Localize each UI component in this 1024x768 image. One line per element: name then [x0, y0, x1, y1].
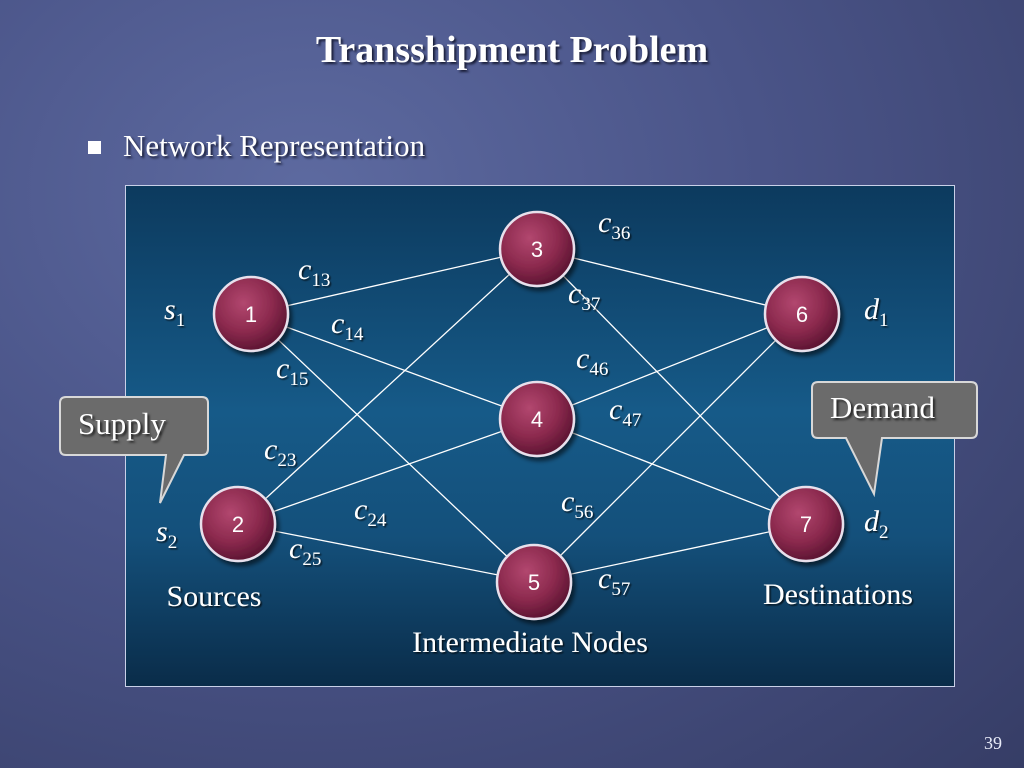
node-circle — [763, 275, 841, 353]
edge-label-c47: c47 — [609, 393, 641, 431]
edge-4-7 — [536, 418, 807, 525]
node-number: 7 — [800, 512, 812, 537]
group-label-sources: Sources — [167, 580, 262, 613]
edge-label-c36: c36 — [598, 206, 630, 244]
node-4: 4 — [498, 380, 576, 458]
edge-4-6 — [536, 313, 803, 420]
node-5: 5 — [495, 543, 573, 621]
edge-5-6 — [533, 313, 803, 583]
edge-2-4 — [237, 418, 538, 525]
node-label-d2: d2 — [864, 505, 889, 543]
edge-label-c37: c37 — [568, 277, 600, 315]
edge-2-3 — [237, 248, 538, 525]
callout-shape — [811, 381, 978, 498]
edge-label-c13: c13 — [298, 253, 330, 291]
edge-label-c46: c46 — [576, 342, 608, 380]
node-number: 3 — [531, 237, 543, 262]
edge-3-7 — [536, 248, 807, 525]
group-label-destinations: Destinations — [763, 578, 913, 611]
edge-label-c25: c25 — [289, 532, 321, 570]
node-label-s2: s2 — [156, 515, 177, 553]
node-number: 5 — [528, 570, 540, 595]
node-number: 1 — [245, 302, 257, 327]
node-circle — [498, 210, 576, 288]
page-number: 39 — [984, 733, 1002, 753]
node-number: 6 — [796, 302, 808, 327]
edge-label-c56: c56 — [561, 485, 593, 523]
node-circle — [212, 275, 290, 353]
node-circle — [199, 485, 277, 563]
node-label-s1: s1 — [164, 293, 185, 331]
edge-label-c14: c14 — [331, 307, 364, 345]
edge-1-4 — [250, 313, 538, 420]
edge-1-3 — [250, 248, 538, 315]
supply-callout: Supply — [59, 396, 209, 507]
node-3: 3 — [498, 210, 576, 288]
node-number: 2 — [232, 512, 244, 537]
node-7: 7 — [767, 485, 845, 563]
demand-callout-text: Demand — [830, 390, 936, 425]
bullet-text: Network Representation — [123, 128, 426, 163]
bullet-item: Network Representation — [88, 128, 425, 164]
demand-callout: Demand — [811, 381, 978, 498]
edge-label-c23: c23 — [264, 433, 296, 471]
edge-label-c57: c57 — [598, 562, 630, 600]
node-circle — [498, 380, 576, 458]
node-number: 4 — [531, 407, 543, 432]
edge-1-5 — [250, 313, 535, 583]
node-circle — [767, 485, 845, 563]
node-6: 6 — [763, 275, 841, 353]
supply-callout-text: Supply — [78, 406, 166, 441]
edge-2-5 — [237, 523, 535, 583]
edge-5-7 — [533, 523, 807, 583]
square-bullet-icon — [88, 140, 101, 154]
edge-label-c15: c15 — [276, 352, 308, 390]
node-circle — [495, 543, 573, 621]
node-1: 1 — [212, 275, 290, 353]
edge-label-c24: c24 — [354, 493, 387, 531]
edge-3-6 — [536, 248, 803, 315]
slide-title: Transshipment Problem — [315, 29, 709, 71]
group-label-intermediate: Intermediate Nodes — [412, 626, 648, 659]
callout-shape — [59, 396, 209, 504]
node-2: 2 — [199, 485, 277, 563]
node-label-d1: d1 — [864, 293, 889, 331]
